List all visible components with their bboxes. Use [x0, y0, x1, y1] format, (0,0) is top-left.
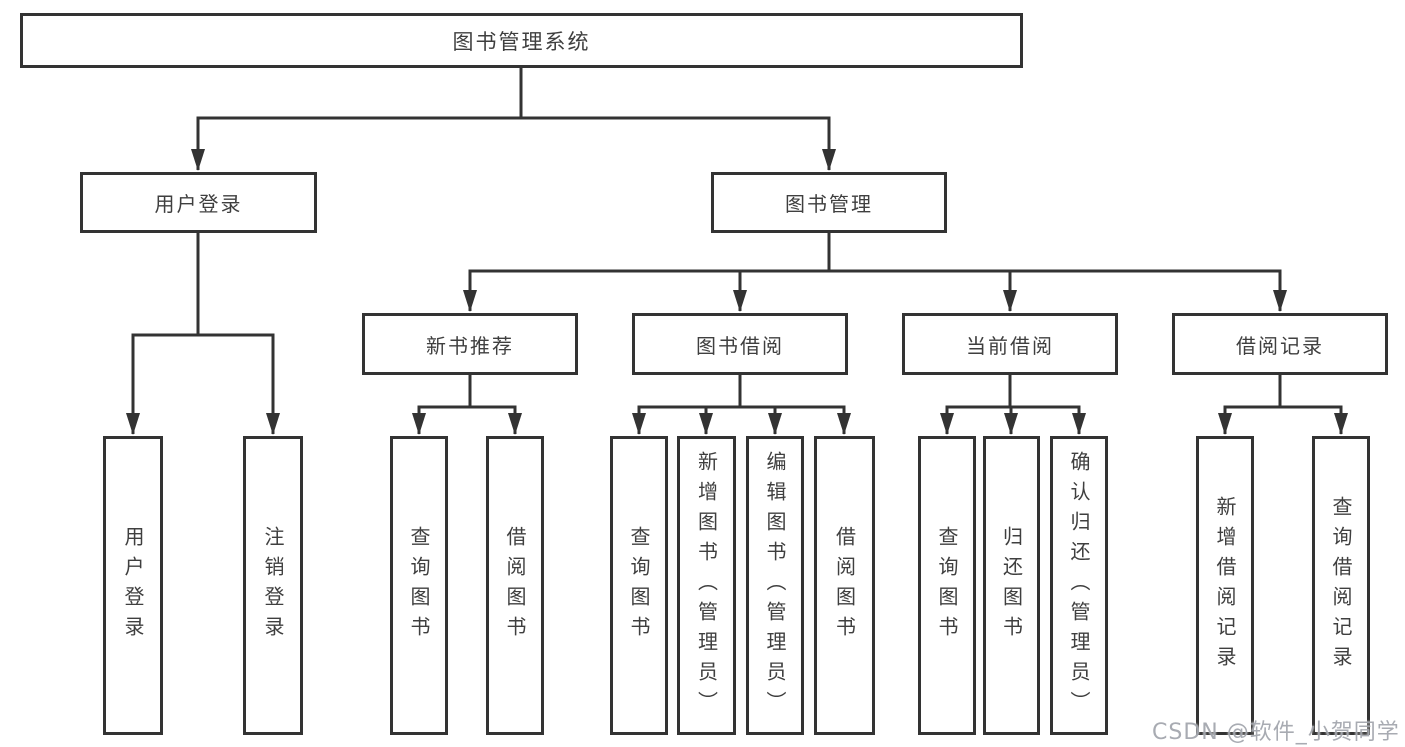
- leaf-bb-add-books: 新增图书（管理员）: [677, 436, 736, 735]
- leaf-rec-query-books: 查询图书: [390, 436, 448, 735]
- connector-user-login-children: [126, 231, 280, 435]
- node-current-borrow: 当前借阅: [902, 313, 1118, 375]
- leaf-br-query-record-label: 查询借阅记录: [1329, 495, 1353, 676]
- leaf-cb-return-books-label: 归还图书: [999, 525, 1024, 646]
- node-user-login: 用户登录: [80, 172, 317, 233]
- leaf-bb-query-books: 查询图书: [610, 436, 668, 735]
- leaf-br-add-record-label: 新增借阅记录: [1213, 495, 1237, 676]
- leaf-bb-edit-books-label: 编辑图书（管理员）: [763, 450, 787, 721]
- leaf-bb-edit-books: 编辑图书（管理员）: [746, 436, 804, 735]
- node-root-label: 图书管理系统: [452, 29, 591, 54]
- connector-book-mgmt-to-level3: [463, 231, 1287, 312]
- leaf-rec-borrow-books-label: 借阅图书: [503, 525, 527, 646]
- node-borrow-records: 借阅记录: [1172, 313, 1388, 375]
- leaf-bb-borrow-books-label: 借阅图书: [832, 525, 857, 646]
- csdn-watermark: CSDN @软件_小贺同学: [1152, 720, 1400, 745]
- leaf-cb-confirm-return: 确认归还（管理员）: [1050, 436, 1108, 735]
- leaf-bb-borrow-books: 借阅图书: [814, 436, 875, 735]
- node-book-mgmt: 图书管理: [711, 172, 947, 233]
- leaf-user-login: 用户登录: [103, 436, 163, 735]
- connector-new-book-rec-children: [412, 373, 522, 435]
- leaf-user-login-label: 用户登录: [121, 525, 145, 646]
- leaf-rec-borrow-books: 借阅图书: [486, 436, 544, 735]
- leaf-logout-label: 注销登录: [261, 525, 285, 646]
- leaf-cb-return-books: 归还图书: [983, 436, 1040, 735]
- connector-borrow-records-children: [1218, 373, 1348, 435]
- connector-root-to-level2: [191, 66, 836, 171]
- leaf-cb-query-books-label: 查询图书: [935, 525, 959, 646]
- node-book-borrow-label: 图书借阅: [696, 333, 784, 358]
- leaf-br-query-record: 查询借阅记录: [1312, 436, 1370, 735]
- node-borrow-records-label: 借阅记录: [1236, 333, 1324, 358]
- node-book-borrow: 图书借阅: [632, 313, 848, 375]
- connector-book-borrow-children: [632, 373, 851, 435]
- leaf-bb-query-books-label: 查询图书: [627, 525, 651, 646]
- node-new-book-rec-label: 新书推荐: [426, 333, 514, 358]
- leaf-cb-query-books: 查询图书: [918, 436, 976, 735]
- node-root: 图书管理系统: [20, 13, 1023, 68]
- leaf-br-add-record: 新增借阅记录: [1196, 436, 1254, 735]
- leaf-logout: 注销登录: [243, 436, 303, 735]
- node-book-mgmt-label: 图书管理: [785, 192, 873, 216]
- node-current-borrow-label: 当前借阅: [966, 333, 1054, 358]
- connector-current-borrow-children: [940, 373, 1086, 435]
- node-new-book-rec: 新书推荐: [362, 313, 578, 375]
- leaf-bb-add-books-label: 新增图书（管理员）: [694, 450, 719, 721]
- node-user-login-label: 用户登录: [154, 192, 243, 216]
- leaf-cb-confirm-return-label: 确认归还（管理员）: [1067, 450, 1091, 721]
- leaf-rec-query-books-label: 查询图书: [407, 525, 431, 646]
